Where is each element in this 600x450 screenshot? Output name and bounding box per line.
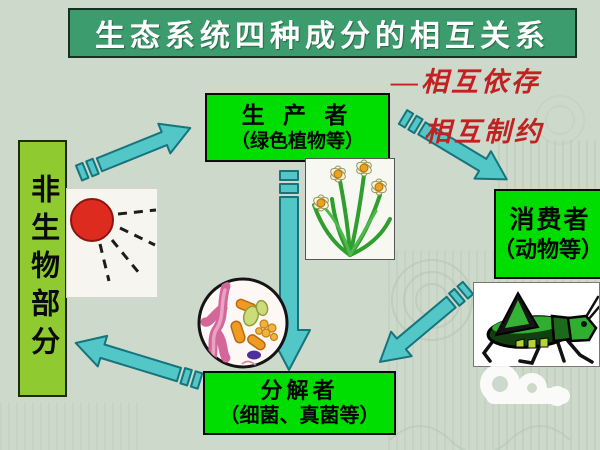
node-decomposer: 分解者 （细菌、真菌等） bbox=[203, 371, 396, 435]
consumer-subtitle: （动物等） bbox=[492, 236, 600, 262]
flowers-picture bbox=[305, 158, 395, 260]
grasshopper-picture bbox=[473, 282, 600, 367]
grasshopper-icon bbox=[481, 290, 599, 365]
watermark-stripes bbox=[0, 402, 140, 450]
sun-picture bbox=[66, 188, 158, 298]
sun-icon bbox=[70, 198, 157, 282]
label-mutual-dependence: —相互依存 bbox=[391, 67, 541, 97]
flowers-icon bbox=[312, 159, 392, 257]
slide-title: 生态系统四种成分的相互关系 bbox=[68, 8, 577, 58]
abiotic-label: 非生物部分 bbox=[26, 173, 59, 364]
producer-subtitle: （绿色植物等） bbox=[230, 131, 364, 152]
decomposer-title: 分解者 bbox=[260, 377, 339, 403]
decomposer-subtitle: （细菌、真菌等） bbox=[219, 405, 380, 428]
node-consumer: 消费者 （动物等） bbox=[492, 189, 600, 279]
microbes-icon bbox=[197, 277, 289, 369]
producer-title: 生 产 者 bbox=[241, 102, 354, 129]
node-producer: 生 产 者 （绿色植物等） bbox=[205, 93, 390, 162]
node-abiotic: 非生物部分 bbox=[18, 140, 67, 397]
microbes-picture bbox=[196, 276, 290, 370]
label-mutual-restriction: 相互制约 bbox=[424, 117, 544, 147]
consumer-title: 消费者 bbox=[509, 205, 591, 234]
